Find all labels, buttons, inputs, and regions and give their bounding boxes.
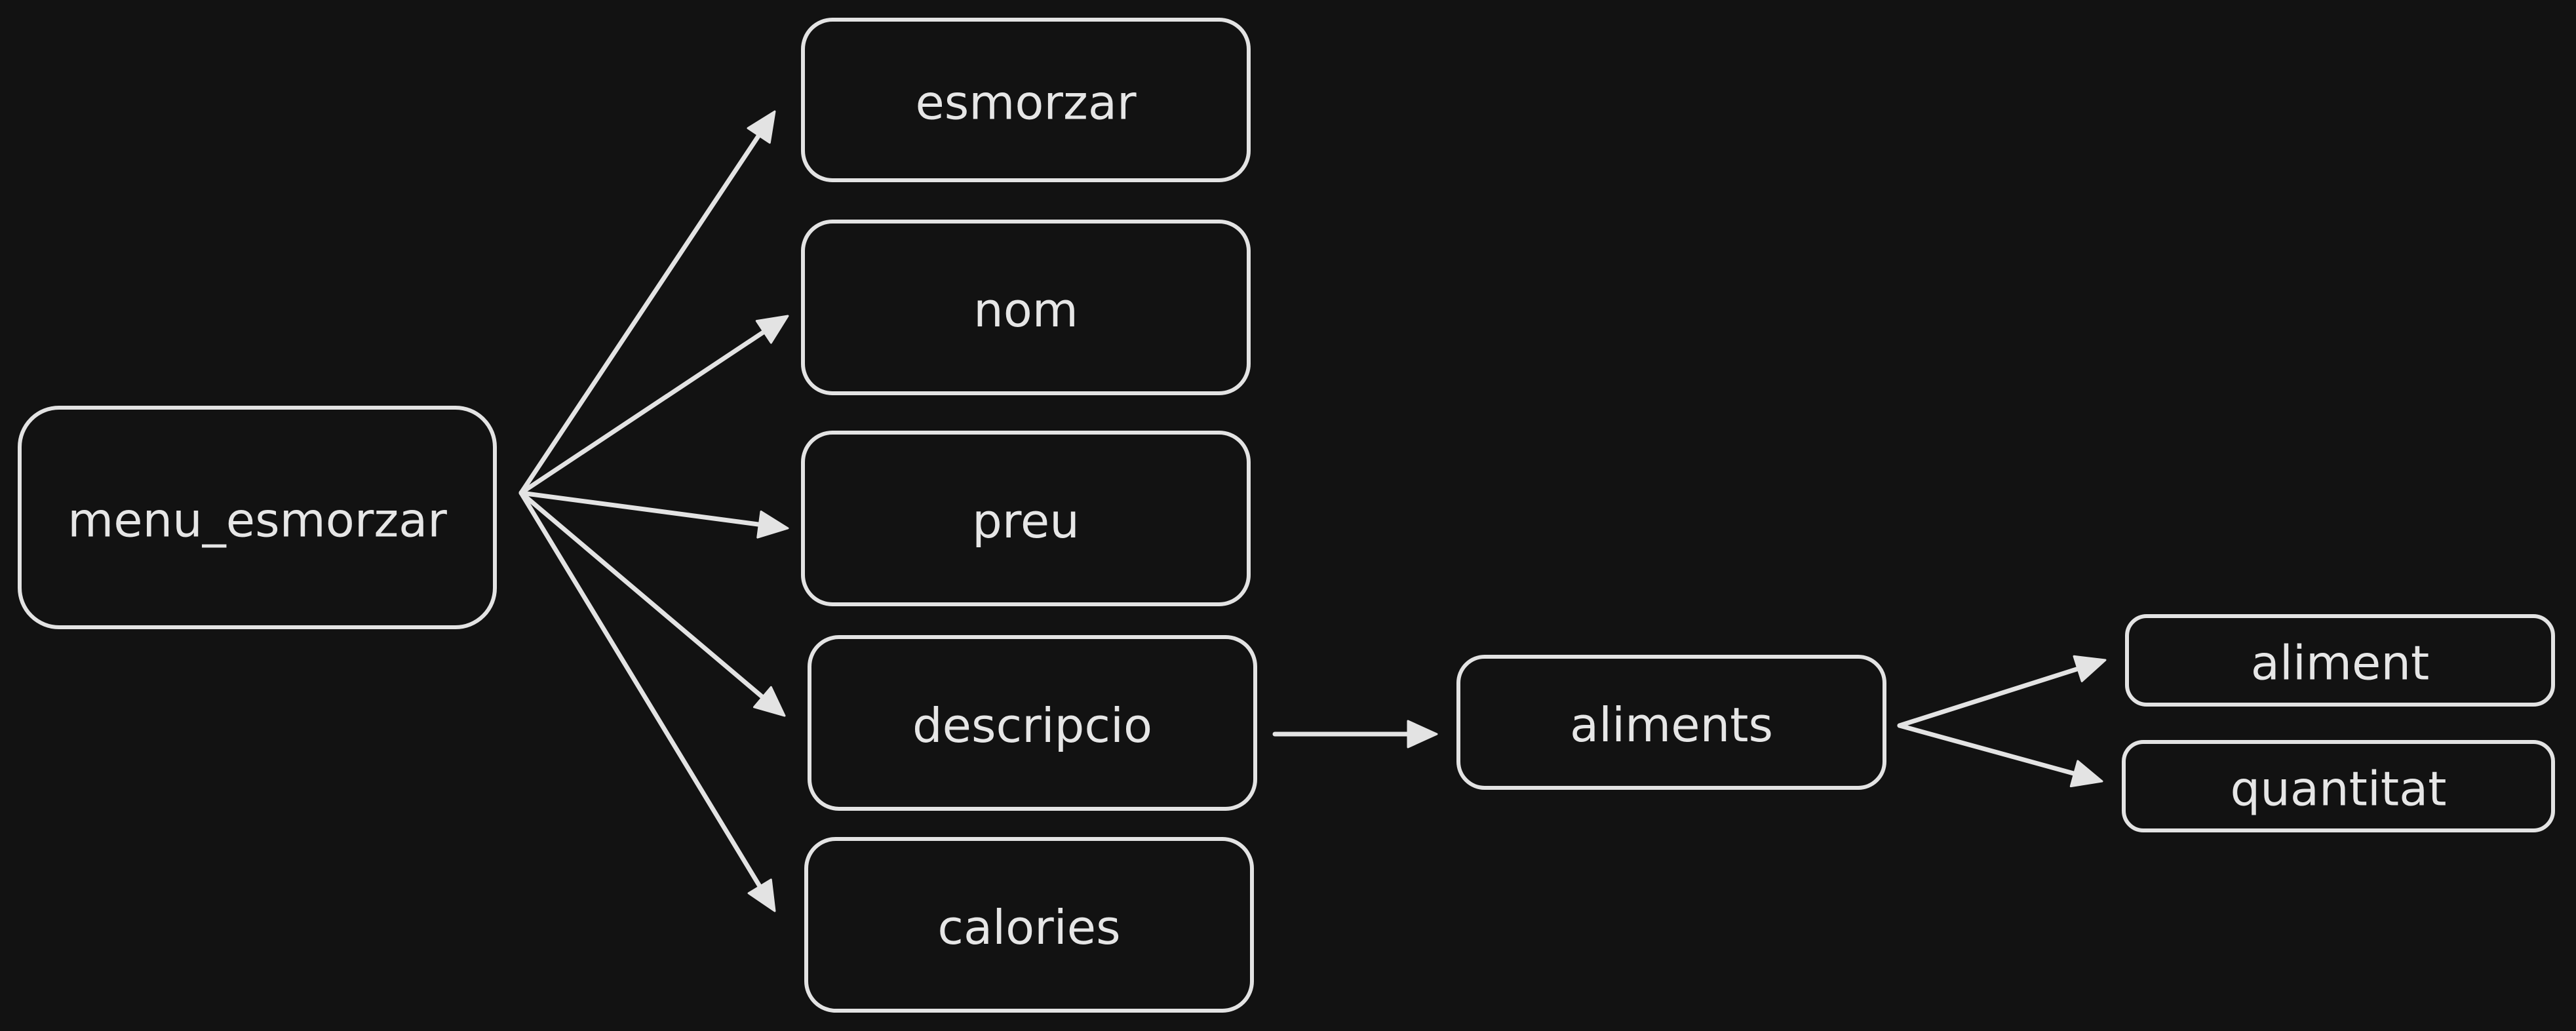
edge-line: [518, 328, 769, 496]
node-label: esmorzar: [915, 75, 1137, 130]
node-label: preu: [972, 494, 1080, 549]
node-box: [2125, 614, 2555, 707]
node-aliment: aliment: [2125, 614, 2555, 707]
node-label: descripcio: [912, 698, 1152, 753]
node-quantitat: quantitat: [2122, 740, 2555, 832]
node-box: [18, 406, 497, 629]
edge-line: [518, 130, 763, 496]
node-label: nom: [973, 282, 1078, 338]
node-label: menu_esmorzar: [68, 493, 447, 548]
edge-menu-esmorzar-to-nom: [518, 315, 789, 496]
arrow-head-icon: [747, 878, 776, 912]
arrow-head-icon: [1407, 720, 1438, 749]
nodes-layer: menu_esmorzar esmorzar nom preu descripcio ca…: [18, 18, 2555, 1013]
node-label: aliments: [1570, 697, 1773, 752]
edge-aliments-to-aliment: [1897, 655, 2107, 728]
arrow-head-icon: [747, 110, 776, 144]
node-box: [801, 220, 1251, 395]
arrow-head-icon: [752, 686, 786, 717]
arrow-head-icon: [2073, 655, 2107, 682]
edge-line: [518, 490, 767, 701]
node-menu-esmorzar: menu_esmorzar: [18, 406, 497, 629]
node-label: calories: [937, 900, 1120, 955]
node-calories: calories: [804, 837, 1254, 1013]
arrow-head-icon: [2069, 760, 2103, 788]
node-nom: nom: [801, 220, 1251, 395]
edge-line: [1897, 723, 2079, 777]
node-box: [808, 635, 1257, 811]
edge-menu-esmorzar-to-esmorzar: [518, 110, 776, 496]
edge-line: [518, 490, 764, 891]
edge-menu-esmorzar-to-preu: [518, 490, 789, 539]
node-box: [804, 837, 1254, 1013]
node-descripcio: descripcio: [808, 635, 1257, 811]
arrow-head-icon: [755, 315, 789, 344]
edge-menu-esmorzar-to-descripcio: [518, 490, 786, 717]
node-box: [2122, 740, 2555, 832]
node-box: [801, 431, 1251, 606]
node-box: [801, 18, 1251, 182]
node-label: quantitat: [2231, 762, 2447, 817]
edge-descripcio-to-aliments: [1272, 720, 1438, 749]
edge-line: [518, 490, 764, 528]
arrow-head-icon: [756, 510, 789, 539]
edges-layer: [518, 110, 2107, 912]
edge-line: [1897, 665, 2083, 728]
node-box: [1456, 655, 1886, 790]
node-aliments: aliments: [1456, 655, 1886, 790]
node-esmorzar: esmorzar: [801, 18, 1251, 182]
node-preu: preu: [801, 431, 1251, 606]
edge-aliments-to-quantitat: [1897, 723, 2103, 788]
edge-menu-esmorzar-to-calories: [518, 490, 776, 912]
node-label: aliment: [2251, 636, 2429, 691]
